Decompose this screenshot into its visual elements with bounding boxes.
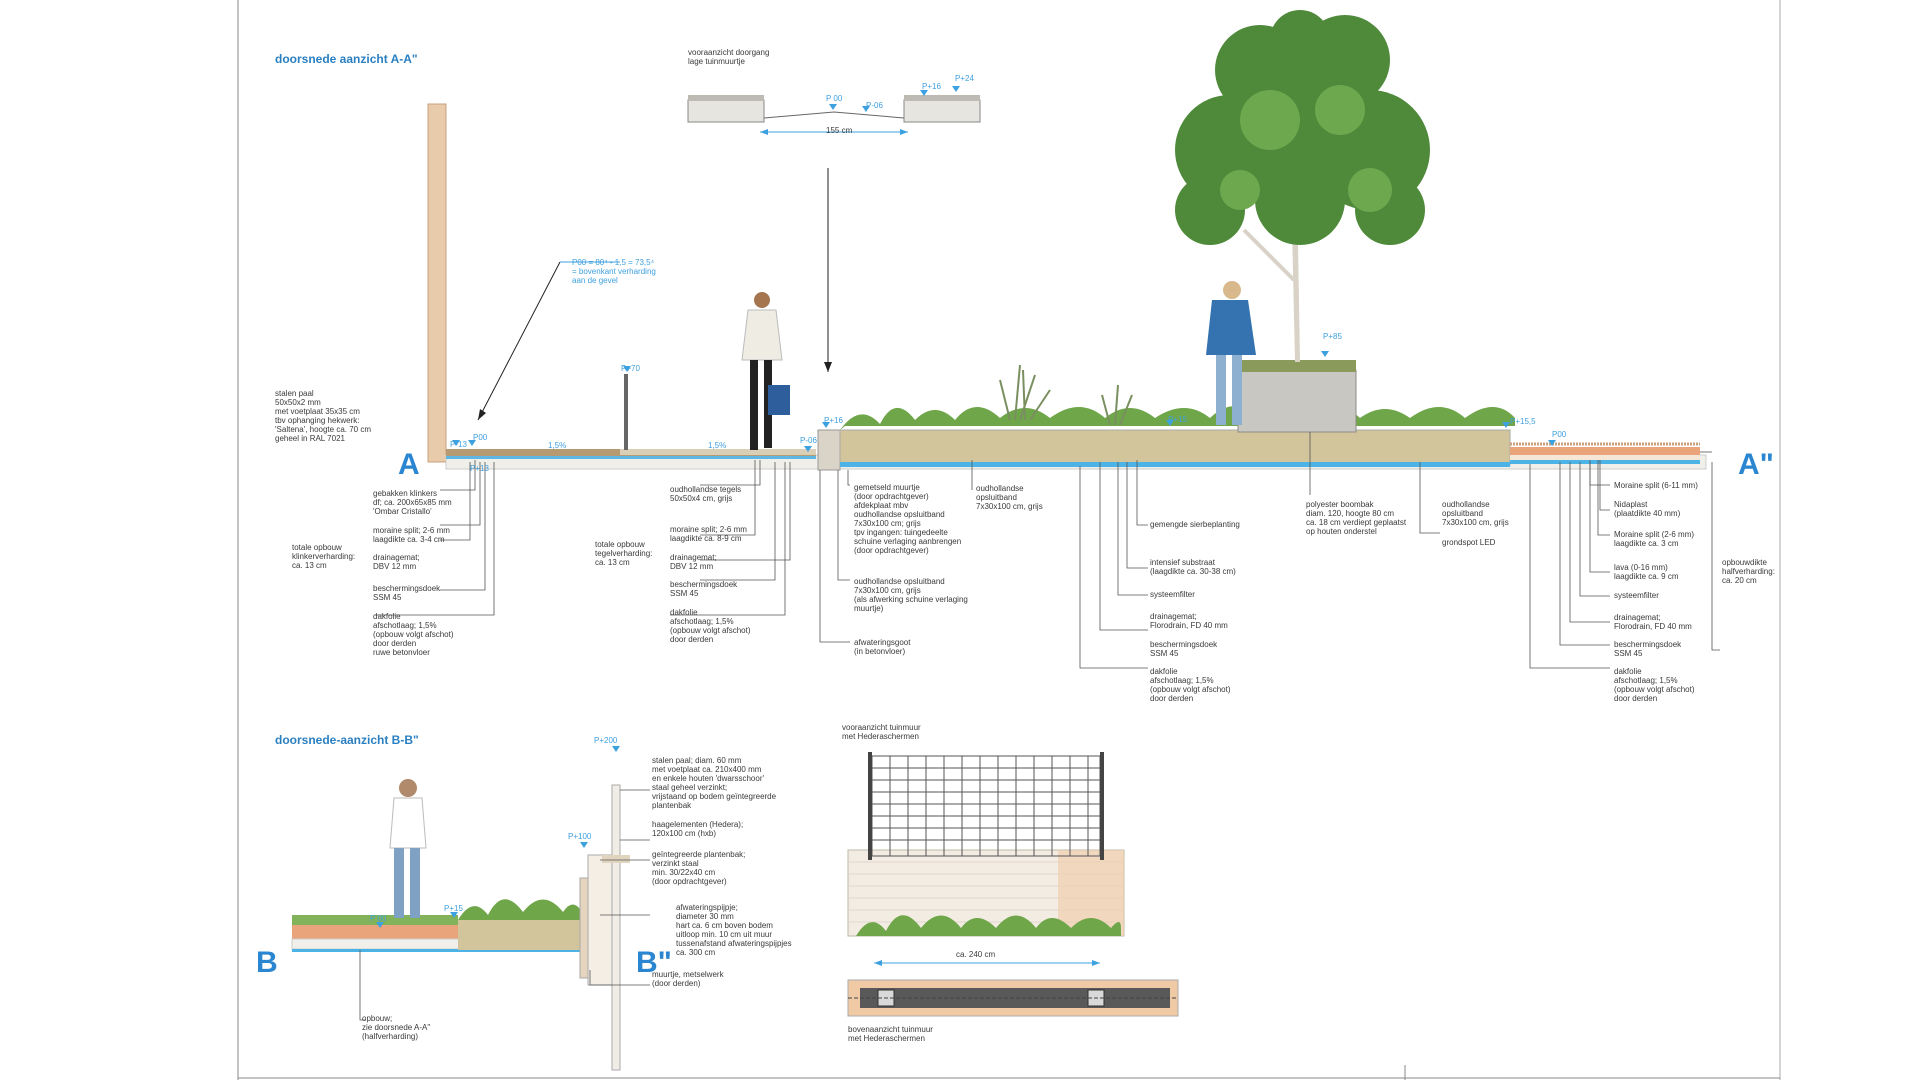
label-stalen-paal: stalen paal 50x50x2 mm met voetplaat 35x…	[275, 389, 372, 443]
level-p+85: P+85	[1323, 332, 1342, 341]
slope-2: 1,5%	[708, 441, 727, 450]
label-sierbeplanting: gemengde sierbeplanting	[1150, 520, 1240, 529]
level-p+70: P+70	[621, 364, 640, 373]
person-walking-right	[1206, 281, 1256, 425]
label-stalen-paal-b: stalen paal; diam. 60 mm met voetplaat c…	[652, 756, 777, 810]
wall-width-label: ca. 240 cm	[956, 950, 996, 959]
section-b-label-right: B"	[636, 946, 672, 979]
label-totale-tegel: totale opbouw tegelverharding: ca. 13 cm	[595, 540, 653, 567]
section-a-label-left: A	[398, 448, 420, 481]
label-tegels: oudhollandse tegels 50x50x4 cm, grijs	[670, 485, 742, 503]
label-bescherming-mid: beschermingsdoek SSM 45	[670, 580, 738, 598]
label-dakfolie-right: dakfolie afschotlaag; 1,5% (opbouw volgt…	[1614, 667, 1695, 703]
label-grondspot: grondspot LED	[1442, 538, 1496, 547]
passage-wall-right	[903, 99, 981, 123]
planting-b	[458, 899, 582, 920]
passage-level-1: P-06	[866, 101, 883, 110]
passage-wall-left	[687, 99, 765, 123]
label-bescherming-right: beschermingsdoek SSM 45	[1614, 640, 1682, 658]
level-p+15: P+15	[1168, 415, 1187, 424]
planter-soil	[839, 429, 1511, 466]
level-b-p+200: P+200	[594, 736, 618, 745]
passage-width-label: 155 cm	[826, 126, 853, 135]
label-dakfolie-mid: dakfolie afschotlaag; 1,5% (opbouw volgt…	[670, 608, 751, 644]
planter-box-b	[579, 877, 589, 979]
hedera-screen-grid	[871, 755, 1101, 857]
tree-canopy	[1175, 10, 1430, 245]
label-systeemfilter-right: systeemfilter	[1614, 591, 1659, 600]
label-substraat: intensief substraat (laagdikte ca. 30-38…	[1150, 558, 1236, 576]
level-b-p+100: P+100	[568, 832, 592, 841]
label-afwatering: afwateringspijpje; diameter 30 mm hart c…	[676, 903, 792, 957]
gravel-b	[292, 925, 458, 939]
passage-level-2: P+16	[922, 82, 941, 91]
section-b-title: doorsnede-aanzicht B-B"	[275, 733, 419, 747]
level-b-p00: P 00	[370, 914, 387, 923]
person-b	[389, 779, 427, 918]
label-drainagemat-left: drainagemat; DBV 12 mm	[373, 553, 420, 571]
level-p00-left: P00	[473, 433, 488, 442]
label-moraine-6-11: Moraine split (6-11 mm)	[1614, 481, 1698, 490]
label-plantenbak: geïntegreerde plantenbak; verzinkt staal…	[652, 850, 746, 886]
section-a-title: doorsnede aanzicht A-A"	[275, 52, 418, 66]
passage-level-0: P 00	[826, 94, 843, 103]
label-drainagemat-right: drainagemat; Florodrain, FD 40 mm	[1614, 613, 1692, 631]
label-muurtje: gemetseld muurtje (door opdrachtgever) a…	[854, 483, 962, 555]
level-p-06: P-06	[800, 436, 817, 445]
section-a-label-right: A"	[1738, 448, 1774, 481]
label-drainagemat-mid: drainagemat; DBV 12 mm	[670, 553, 717, 571]
label-muurtje-b: muurtje, metselwerk (door derden)	[652, 970, 724, 988]
wall-top-caption: bovenaanzicht tuinmuur met Hederascherme…	[848, 1025, 933, 1043]
level-p+16: P+16	[824, 416, 843, 425]
label-opbouw-b: opbouw; zie doorsnede A-A" (halfverhardi…	[362, 1014, 431, 1041]
label-bescherming-flor: beschermingsdoek SSM 45	[1150, 640, 1218, 658]
label-haagelementen: haagelementen (Hedera); 120x100 cm (hxb)	[652, 820, 744, 838]
facade-wall	[427, 103, 447, 463]
label-bescherming-left: beschermingsdoek SSM 45	[373, 584, 441, 602]
level-b-p+15: P+15	[444, 904, 463, 913]
label-opbouwdikte: opbouwdikte halfverharding: ca. 20 cm	[1722, 558, 1775, 585]
level-p-13: P-13	[450, 440, 467, 449]
label-afwateringsgoot: afwateringsgoot (in betonvloer)	[854, 638, 911, 656]
steel-post-b	[611, 784, 621, 1071]
level-p+15-5: P+15,5	[1510, 417, 1536, 426]
label-moraine-left: moraine split; 2-6 mm laagdikte ca. 3-4 …	[373, 526, 450, 544]
tree-planter	[1237, 369, 1357, 433]
level-p00-right: P00	[1552, 430, 1567, 439]
fence-post	[624, 374, 628, 450]
label-opsluitband-low: oudhollandse opsluitband 7x30x100 cm, gr…	[854, 577, 968, 613]
label-totale-klinker: totale opbouw klinkerverharding: ca. 13 …	[292, 543, 356, 570]
label-boombak: polyester boombak diam. 120, hoogte 80 c…	[1306, 500, 1407, 536]
passage-caption: vooraanzicht doorgang lage tuinmuurtje	[688, 48, 770, 66]
label-moraine-2-6: Moraine split (2-6 mm) laagdikte ca. 3 c…	[1614, 530, 1695, 548]
person-walking-left	[741, 292, 790, 450]
level-p+13: P+13	[470, 464, 489, 473]
slope-1: 1,5%	[548, 441, 567, 450]
low-wall	[817, 429, 841, 471]
label-dakfolie-flor: dakfolie afschotlaag; 1,5% (opbouw volgt…	[1150, 667, 1231, 703]
section-b-label-left: B	[256, 946, 278, 979]
label-lava: lava (0-16 mm) laagdikte ca. 9 cm	[1614, 563, 1679, 581]
label-klinkers: gebakken klinkers df; ca. 200x65x85 mm '…	[373, 489, 452, 516]
gravel-strip	[1510, 447, 1700, 455]
label-moraine-mid: moraine split; 2-6 mm laagdikte ca. 8-9 …	[670, 525, 747, 543]
label-drainagemat-flor: drainagemat; Florodrain, FD 40 mm	[1150, 612, 1228, 630]
wall-b	[587, 854, 613, 986]
level-note: P00 = 80⁴ - 1,5 = 73,5⁴ = bovenkant verh…	[572, 258, 656, 285]
passage-level-3: P+24	[955, 74, 974, 83]
wall-front-caption: vooraanzicht tuinmuur met Hederaschermen	[842, 723, 921, 741]
label-systeemfilter-mid: systeemfilter	[1150, 590, 1195, 599]
label-opsluitband-right: oudhollandse opsluitband 7x30x100 cm, gr…	[1442, 500, 1509, 527]
tile-paving	[620, 449, 816, 455]
label-opsluitband-top: oudhollandse opsluitband 7x30x100 cm, gr…	[976, 484, 1043, 511]
label-nidaplast: Nidaplast (plaatdikte 40 mm)	[1614, 500, 1681, 518]
label-dakfolie-left: dakfolie afschotlaag; 1,5% (opbouw volgt…	[373, 612, 454, 657]
